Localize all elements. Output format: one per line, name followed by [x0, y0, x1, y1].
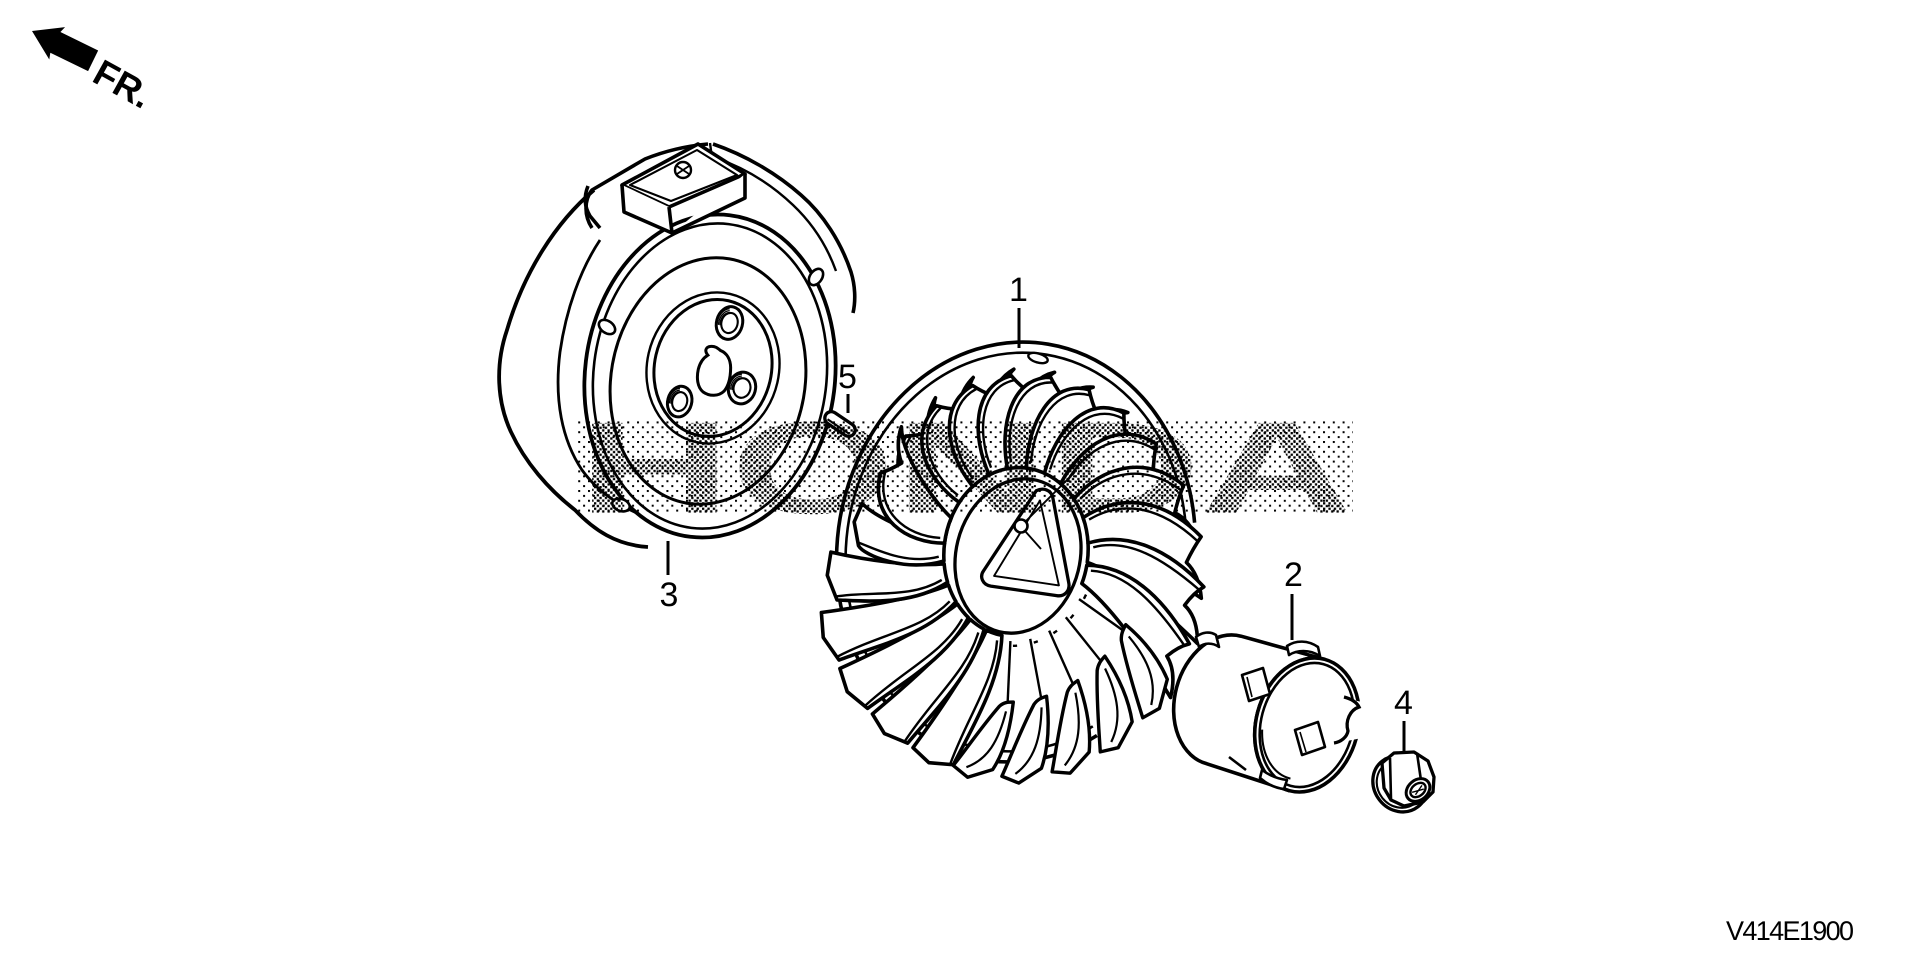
- svg-text:FR.: FR.: [87, 52, 159, 117]
- svg-text:5: 5: [838, 358, 857, 396]
- svg-text:1: 1: [1009, 271, 1028, 309]
- svg-text:2: 2: [1284, 556, 1303, 594]
- svg-text:HONDA: HONDA: [578, 394, 1353, 541]
- svg-text:3: 3: [660, 576, 679, 614]
- svg-text:V414E1900: V414E1900: [1726, 916, 1854, 946]
- svg-text:4: 4: [1394, 684, 1413, 722]
